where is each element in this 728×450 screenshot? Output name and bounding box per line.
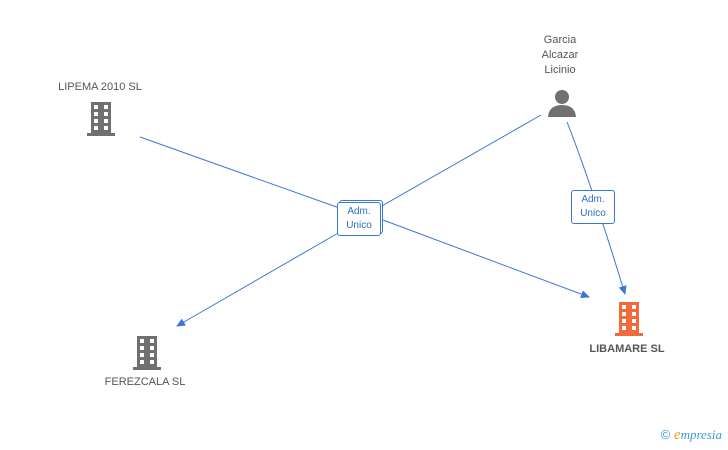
copyright-symbol: © — [660, 427, 671, 442]
link-garcia-to-center — [379, 114, 542, 208]
relation-adm-unico-right[interactable]: Adm. Unico — [571, 190, 615, 224]
link-center-to-ferezcala — [176, 231, 341, 327]
building-icon[interactable] — [86, 102, 116, 136]
empresia-watermark: © empresia — [661, 427, 722, 444]
relation-adm-unico-center[interactable]: Adm. Unico — [337, 202, 381, 236]
building-icon[interactable] — [132, 336, 162, 370]
empresia-logo: empresia — [673, 427, 722, 443]
link-center-to-libamare — [382, 219, 590, 298]
building-icon[interactable] — [614, 302, 644, 336]
node-label-lipema[interactable]: LIPEMA 2010 SL — [58, 81, 142, 93]
node-label-libamare[interactable]: LIBAMARE SL — [589, 343, 665, 355]
link-lipema-to-center — [139, 136, 346, 211]
person-icon[interactable] — [547, 88, 577, 118]
node-label-garcia[interactable]: Garcia Alcazar Licinio — [541, 34, 579, 76]
node-label-ferezcala[interactable]: FEREZCALA SL — [104, 376, 186, 388]
